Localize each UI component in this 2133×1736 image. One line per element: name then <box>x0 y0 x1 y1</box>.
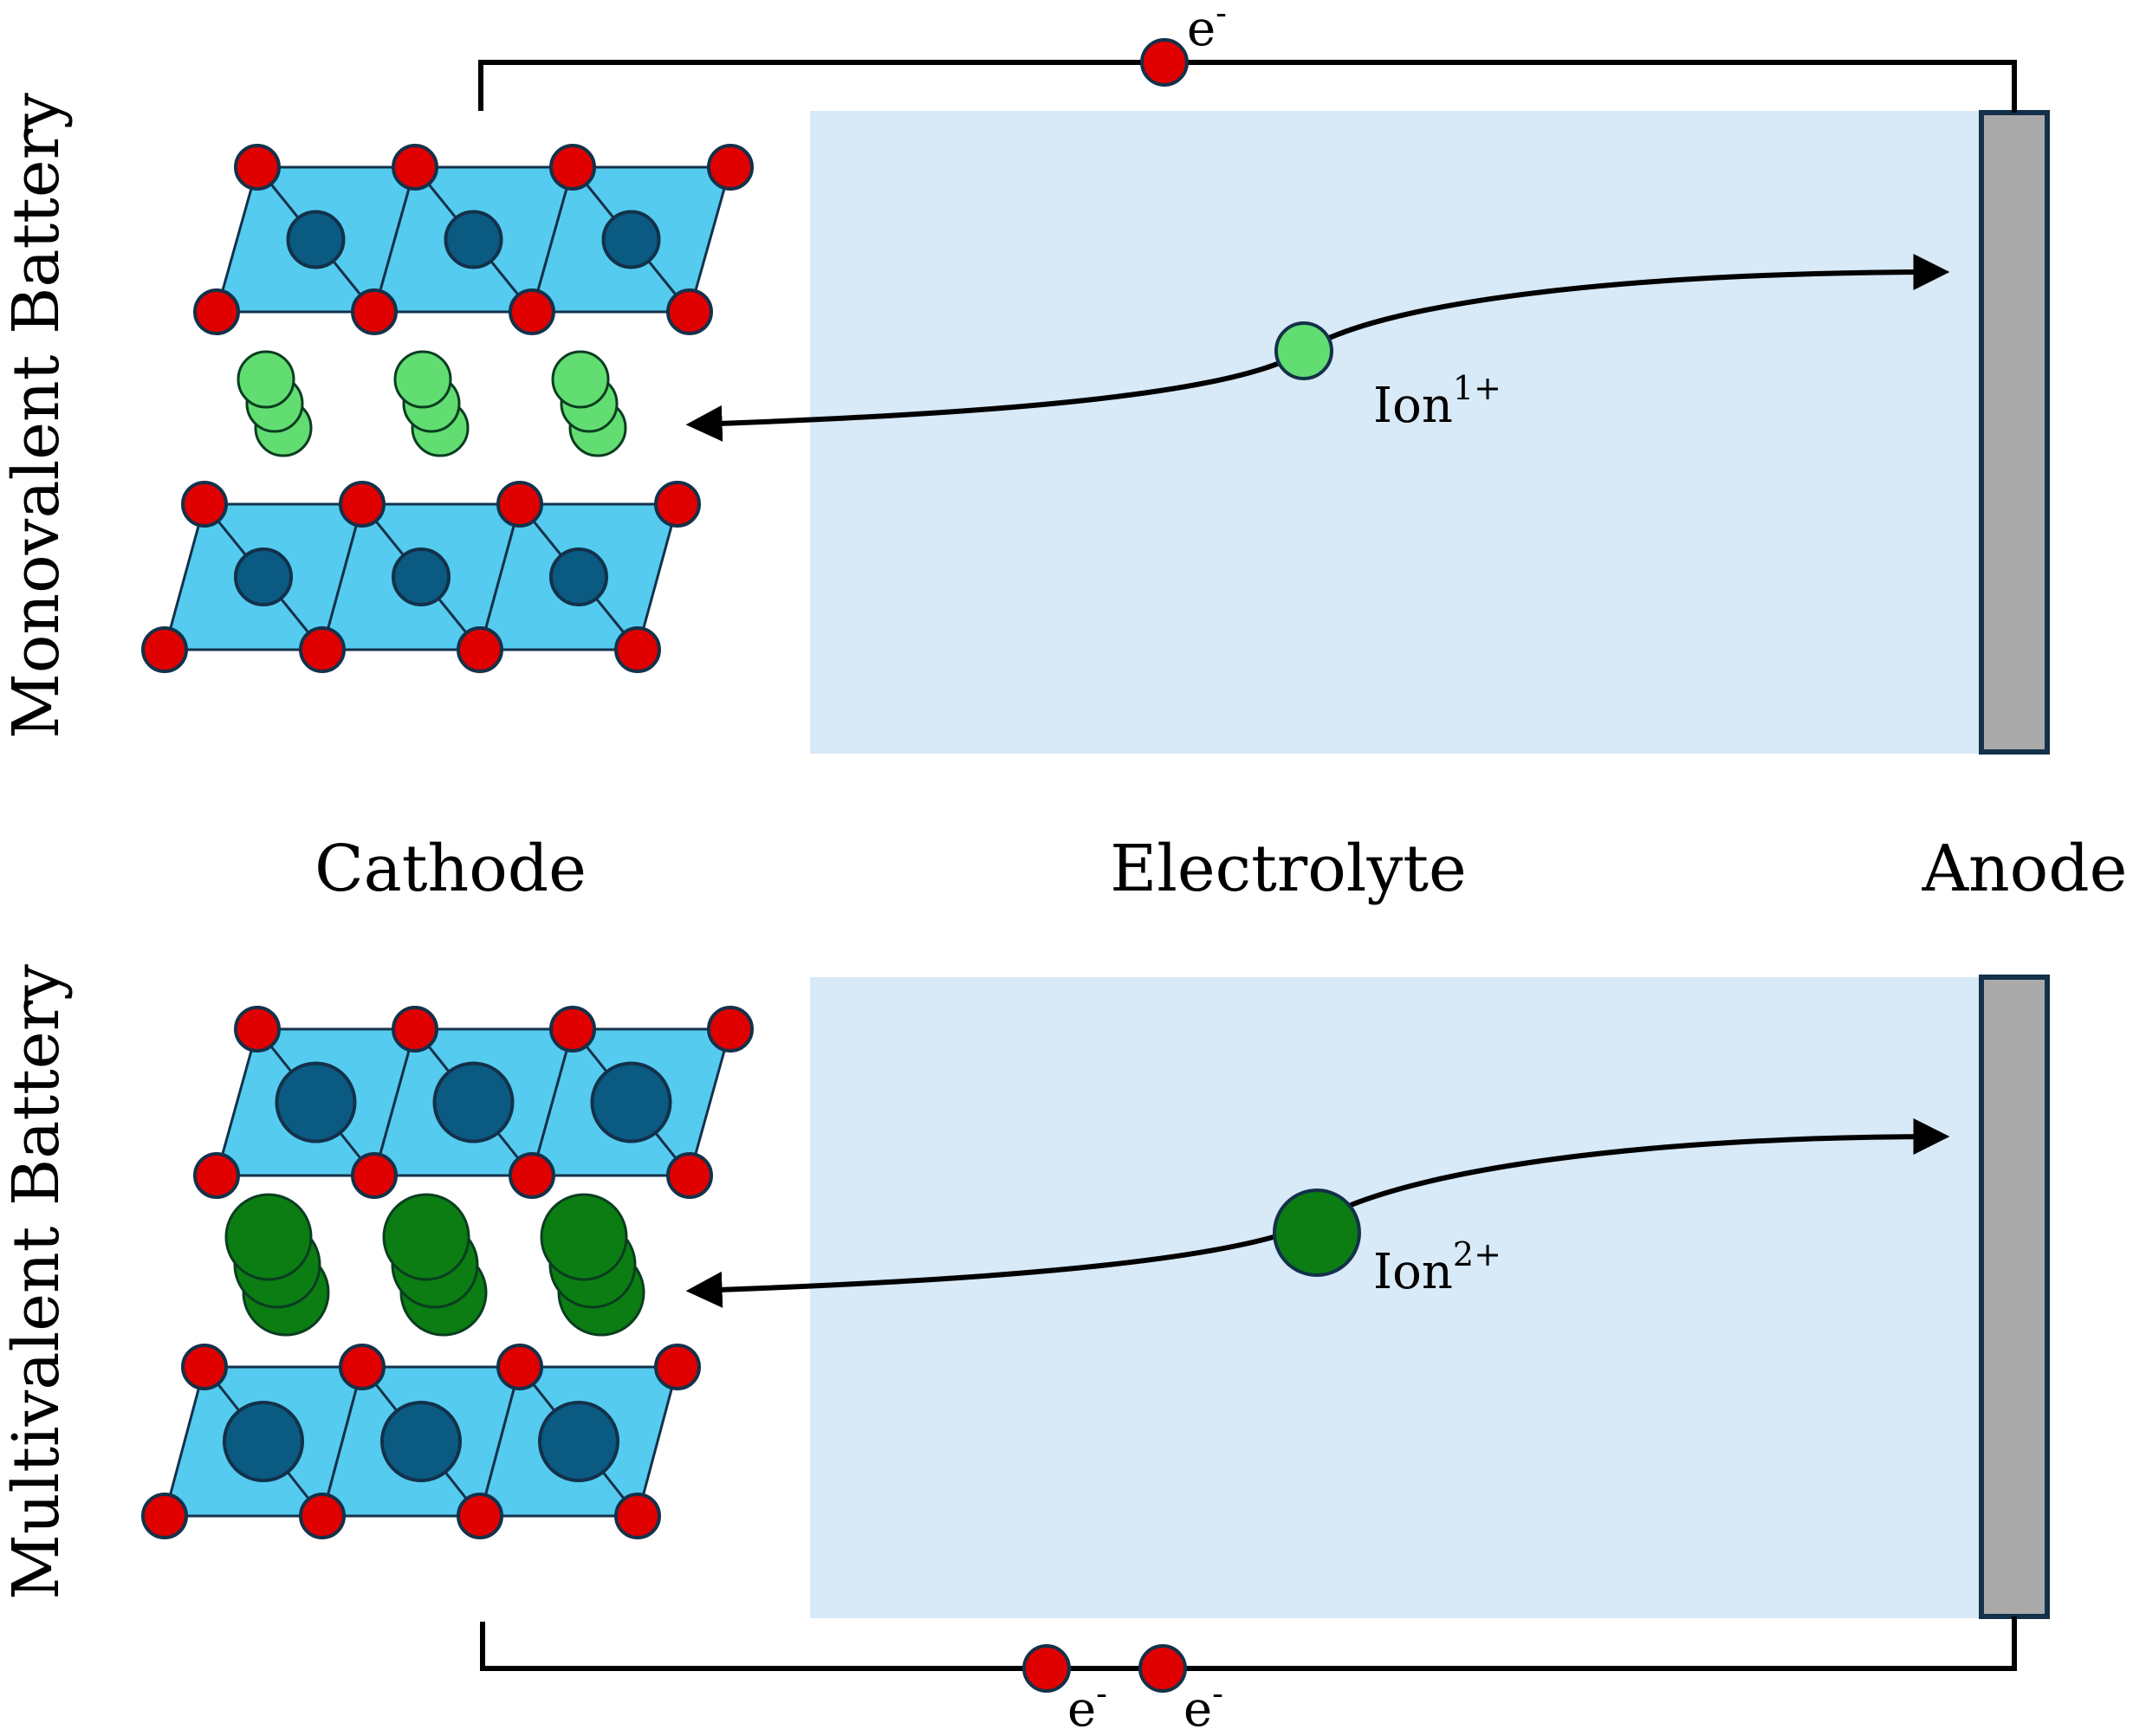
oxygen-atom <box>509 1152 555 1199</box>
anode-label: Anode <box>1922 832 2128 906</box>
intercalated-ion <box>551 350 610 409</box>
metal-atom <box>392 547 451 606</box>
oxygen-atom <box>339 1344 386 1390</box>
oxygen-atom <box>614 1493 661 1539</box>
cathode-structure-top <box>141 144 754 673</box>
intercalated-ion <box>382 1193 470 1281</box>
metal-atom <box>286 210 346 269</box>
ion-stack-3 <box>540 1193 645 1337</box>
electron-label-bottom-left: e- <box>1067 1674 1107 1736</box>
cathode-layer-2 <box>141 481 701 673</box>
oxygen-atom <box>496 1344 543 1390</box>
oxygen-atom <box>392 1006 438 1053</box>
oxygen-atom <box>299 1493 346 1539</box>
metal-atom <box>590 1061 672 1143</box>
oxygen-atom <box>549 1006 596 1053</box>
oxygen-atom <box>193 288 240 335</box>
metal-atom <box>275 1061 357 1143</box>
oxygen-atom <box>141 626 188 673</box>
oxygen-atom <box>141 1493 188 1539</box>
oxygen-atom <box>654 1344 701 1390</box>
oxygen-atom <box>666 1152 713 1199</box>
oxygen-atom <box>666 288 713 335</box>
oxygen-atom <box>234 1006 281 1053</box>
metal-atom <box>380 1401 462 1482</box>
ion-label-monovalent: Ion1+ <box>1373 369 1501 434</box>
oxygen-atom <box>351 288 398 335</box>
oxygen-atom <box>509 288 555 335</box>
monovalent-battery-label: Monovalent Battery <box>0 93 74 739</box>
circuit-wire-top <box>478 60 2017 113</box>
intercalated-ion <box>237 350 295 409</box>
oxygen-atom <box>181 481 228 528</box>
oxygen-atom <box>549 144 596 191</box>
ion-stack-1 <box>237 350 313 457</box>
intercalated-ions-multivalent <box>224 1193 645 1337</box>
electron-label-top: e- <box>1187 0 1227 57</box>
oxygen-atom <box>299 626 346 673</box>
multivalent-battery-label: Multivalent Battery <box>0 964 74 1600</box>
cathode-label: Cathode <box>314 832 587 906</box>
oxygen-atom <box>193 1152 240 1199</box>
ion-label-multivalent: Ion2+ <box>1373 1235 1501 1300</box>
oxygen-atom <box>614 626 661 673</box>
ion-stack-2 <box>393 350 470 457</box>
metal-atom <box>549 547 608 606</box>
ion-stack-3 <box>551 350 627 457</box>
cathode-layer-4 <box>141 1344 701 1539</box>
electron-label-bottom-right: e- <box>1183 1674 1223 1736</box>
metal-atom <box>432 1061 515 1143</box>
electron-top <box>1140 38 1189 87</box>
oxygen-atom <box>339 481 386 528</box>
metal-atom <box>601 210 661 269</box>
cathode-layer-3 <box>193 1006 754 1199</box>
circuit-wire-bottom <box>480 1616 2017 1671</box>
oxygen-atom <box>707 1006 754 1053</box>
electrolyte-label: Electrolyte <box>1110 832 1467 906</box>
ion-monovalent <box>1274 321 1333 380</box>
anode-electrode-top <box>1979 110 2050 755</box>
electron-bottom-left <box>1022 1644 1071 1693</box>
oxygen-atom <box>181 1344 228 1390</box>
metal-atom <box>444 210 503 269</box>
oxygen-atom <box>234 144 281 191</box>
anode-electrode-bottom <box>1979 975 2050 1619</box>
intercalated-ions-monovalent <box>237 350 627 457</box>
oxygen-atom <box>707 144 754 191</box>
oxygen-atom <box>351 1152 398 1199</box>
intercalated-ion <box>393 350 452 409</box>
oxygen-atom <box>457 1493 503 1539</box>
cathode-layer-1 <box>193 144 754 335</box>
metal-atom <box>234 547 293 606</box>
oxygen-atom <box>496 481 543 528</box>
ion-stack-2 <box>382 1193 488 1337</box>
intercalated-ion <box>540 1193 628 1281</box>
oxygen-atom <box>654 481 701 528</box>
intercalated-ion <box>224 1193 313 1281</box>
metal-atom <box>223 1401 304 1482</box>
oxygen-atom <box>392 144 438 191</box>
electron-bottom-right <box>1138 1644 1187 1693</box>
oxygen-atom <box>457 626 503 673</box>
ion-stack-1 <box>224 1193 330 1337</box>
ion-multivalent <box>1273 1189 1361 1277</box>
metal-atom <box>538 1401 619 1482</box>
